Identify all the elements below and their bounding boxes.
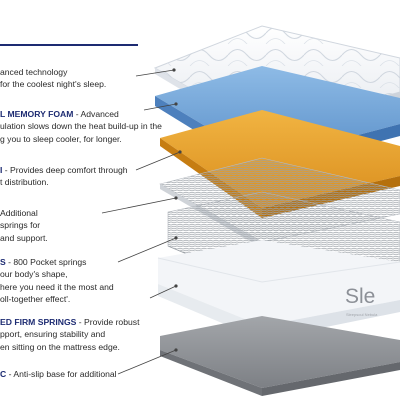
callout-gel: anced technology for the coolest night's… bbox=[0, 66, 106, 91]
callout-line: springs for bbox=[0, 220, 41, 231]
callout-comfort-foam: I - Provides deep comfort through t dist… bbox=[0, 164, 128, 189]
callout-line: our body's shape, bbox=[0, 269, 68, 280]
callout-line: g you to sleep cooler, for longer. bbox=[0, 133, 122, 144]
callout-line: anced technology bbox=[0, 67, 68, 77]
callout-line: oll-together effect'. bbox=[0, 294, 71, 305]
callout-line: - Anti-slip base for additional bbox=[8, 369, 117, 379]
callout-mini-springs: Additional springs for and support. bbox=[0, 207, 48, 244]
callout-line: here you need it the most and bbox=[0, 281, 114, 292]
header-divider bbox=[0, 44, 138, 46]
brand-logo-subtext: Sleepsoul Nebula bbox=[346, 312, 378, 317]
callout-line: pport, ensuring stability and bbox=[0, 329, 106, 340]
callout-line: - Provide robust bbox=[78, 317, 140, 327]
callout-heading: S bbox=[0, 257, 6, 267]
callout-heading: L MEMORY FOAM bbox=[0, 109, 74, 119]
callout-heading: I bbox=[0, 165, 3, 175]
callout-base: C - Anti-slip base for additional bbox=[0, 368, 117, 380]
callout-line: - Provides deep comfort through bbox=[4, 165, 128, 175]
callout-line: en sitting on the mattress edge. bbox=[0, 341, 120, 352]
callout-cool-foam: L MEMORY FOAM - Advanced ulation slows d… bbox=[0, 108, 162, 145]
callout-line: ulation slows down the heat build-up in … bbox=[0, 121, 162, 132]
callout-pointers bbox=[101, 68, 182, 375]
layer-base-illustration bbox=[160, 316, 400, 396]
callout-pocket-springs: S - 800 Pocket springs our body's shape,… bbox=[0, 256, 114, 306]
callout-heading: ED FIRM SPRINGS bbox=[0, 317, 77, 327]
callout-line: t distribution. bbox=[0, 177, 49, 188]
callout-line: for the coolest night's sleep. bbox=[0, 79, 107, 90]
callout-line: and support. bbox=[0, 232, 48, 243]
callout-edge-springs: ED FIRM SPRINGS - Provide robust pport, … bbox=[0, 316, 139, 353]
brand-logo: Sle bbox=[345, 285, 375, 308]
callout-heading: C bbox=[0, 369, 7, 379]
callout-line: - Advanced bbox=[75, 109, 119, 119]
callout-line: - 800 Pocket springs bbox=[8, 257, 87, 267]
callout-line: Additional bbox=[0, 208, 38, 218]
